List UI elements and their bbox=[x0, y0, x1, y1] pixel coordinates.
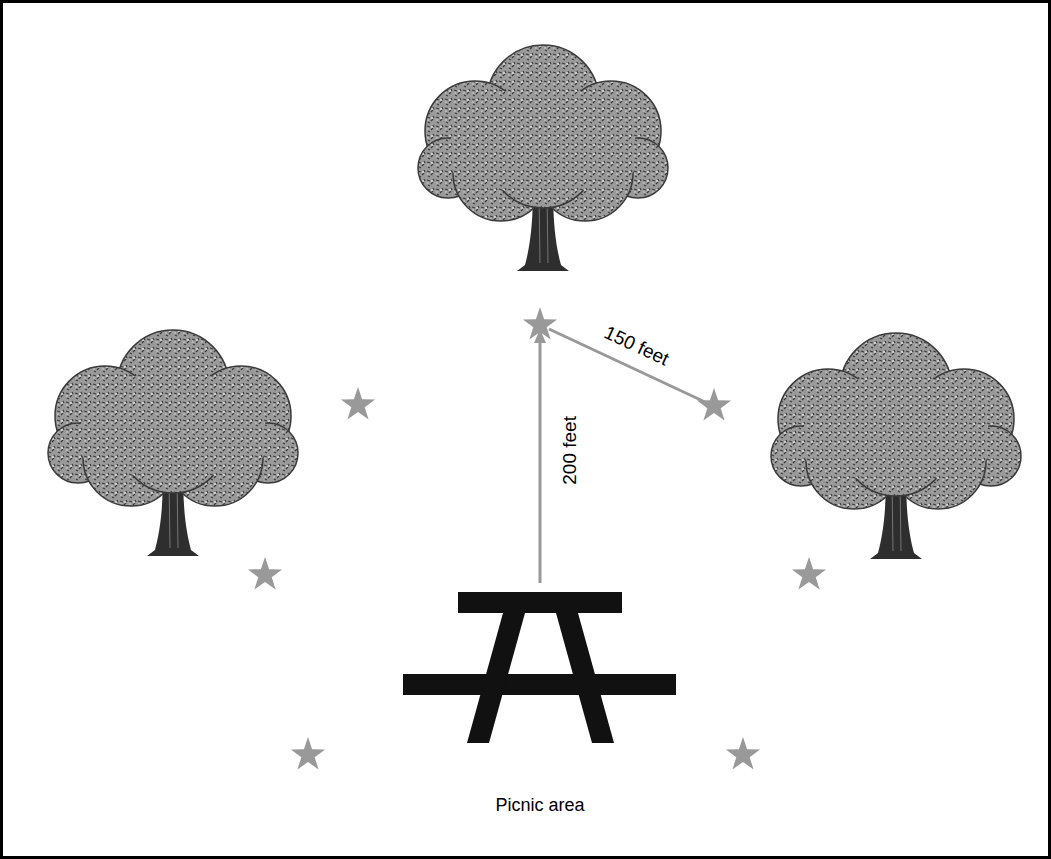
star-marker bbox=[523, 307, 557, 340]
star-marker bbox=[792, 557, 826, 590]
area-label: Picnic area bbox=[493, 795, 586, 817]
distance-label: 150 feet bbox=[598, 320, 673, 371]
star-marker bbox=[726, 737, 760, 770]
distance-line bbox=[539, 339, 542, 583]
picnic-table bbox=[403, 592, 676, 743]
tree-right bbox=[771, 333, 1021, 559]
tree-top bbox=[418, 45, 668, 271]
tree-left bbox=[48, 330, 298, 556]
distance-label: 200 feet bbox=[559, 414, 582, 487]
star-marker bbox=[291, 737, 325, 770]
star-marker bbox=[341, 387, 375, 420]
park-illustration bbox=[3, 3, 1051, 859]
star-marker bbox=[697, 388, 731, 421]
star-marker bbox=[248, 557, 282, 590]
